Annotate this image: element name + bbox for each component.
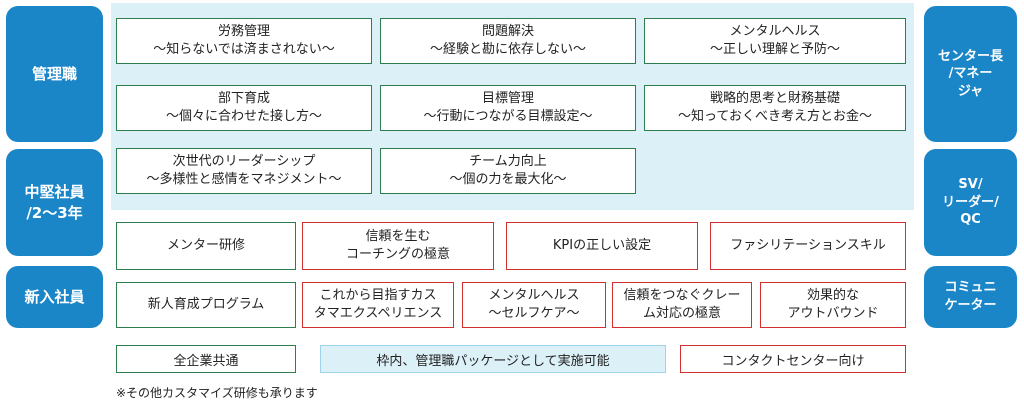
legend-contact-center: コンタクトセンター向け	[680, 345, 906, 373]
course-coaching: 信頼を生む コーチングの極意	[302, 222, 494, 270]
course-complaint-handling: 信頼をつなぐクレー ム対応の極意	[612, 282, 752, 328]
label-communicator: コミュニ ケーター	[924, 266, 1017, 328]
course-problem-solving: 問題解決 〜経験と勘に依存しない〜	[380, 18, 636, 64]
course-team-building: チーム力向上 〜個の力を最大化〜	[380, 148, 636, 194]
label-mid-career: 中堅社員 /2〜3年	[6, 149, 103, 256]
label-new-employee: 新入社員	[6, 266, 103, 328]
label-center-manager: センター長 /マネー ジャ	[924, 6, 1017, 142]
course-mental-health: メンタルヘルス 〜正しい理解と予防〜	[644, 18, 906, 64]
course-subordinate-development: 部下育成 〜個々に合わせた接し方〜	[116, 85, 372, 131]
legend-common: 全企業共通	[116, 345, 296, 373]
course-strategy-finance: 戦略的思考と財務基礎 〜知っておくべき考え方とお金〜	[644, 85, 906, 131]
course-facilitation: ファシリテーションスキル	[710, 222, 906, 270]
footnote: ※その他カスタマイズ研修も承ります	[116, 386, 318, 400]
label-management: 管理職	[6, 6, 103, 142]
course-goal-management: 目標管理 〜行動につながる目標設定〜	[380, 85, 636, 131]
course-self-care: メンタルヘルス 〜セルフケア〜	[462, 282, 606, 328]
course-next-gen-leadership: 次世代のリーダーシップ 〜多様性と感情をマネジメント〜	[116, 148, 372, 194]
course-customer-experience: これから目指すカス タマエクスペリエンス	[302, 282, 454, 328]
legend-package: 枠内、管理職パッケージとして実施可能	[320, 345, 666, 373]
course-labor-management: 労務管理 〜知らないでは済まされない〜	[116, 18, 372, 64]
course-kpi-setting: KPIの正しい設定	[506, 222, 698, 270]
course-mentor-training: メンター研修	[116, 222, 296, 270]
label-sv-leader-qc: SV/ リーダー/ QC	[924, 149, 1017, 256]
course-outbound: 効果的な アウトバウンド	[760, 282, 906, 328]
course-new-hire-program: 新人育成プログラム	[116, 282, 296, 328]
